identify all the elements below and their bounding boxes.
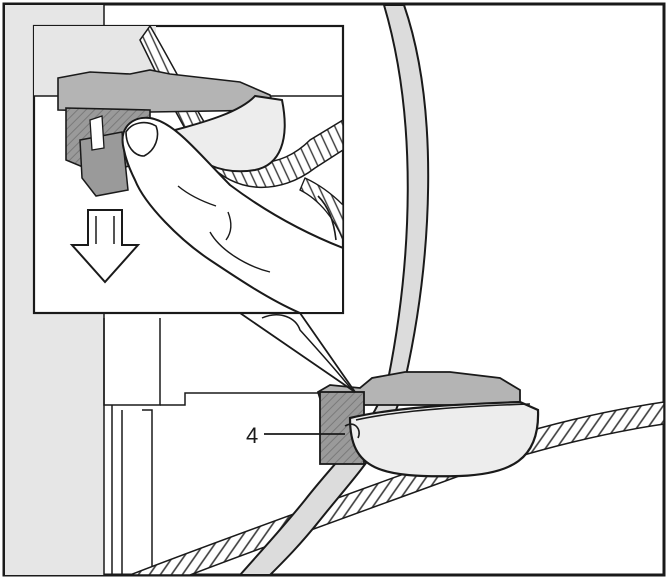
callout-4: 4 xyxy=(246,423,345,448)
cabinet-outline xyxy=(103,318,325,575)
detail-inset xyxy=(32,24,345,315)
hand-icon xyxy=(121,116,343,313)
callout-label: 4 xyxy=(246,423,258,448)
push-down-arrow-icon xyxy=(69,209,141,284)
hose-clip-icon xyxy=(316,371,540,478)
